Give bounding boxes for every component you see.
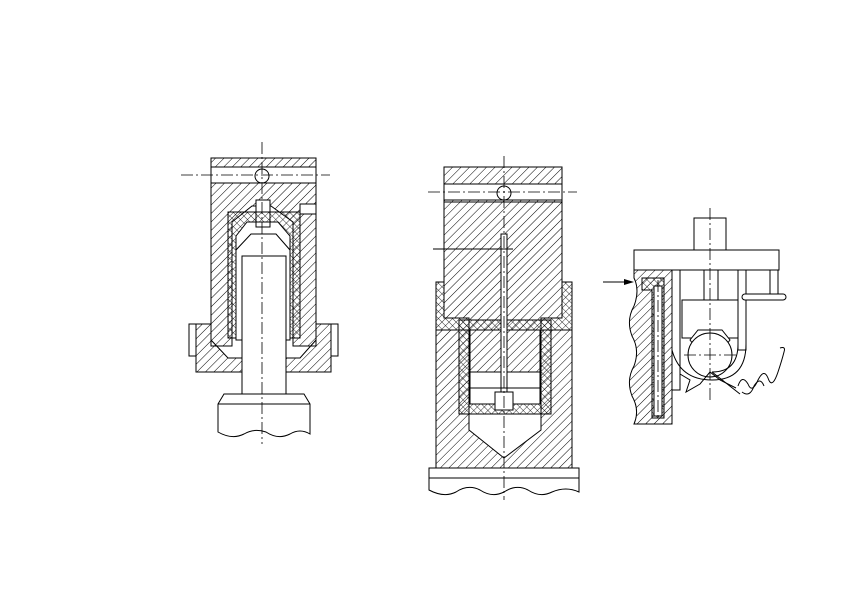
right-section-view xyxy=(603,208,787,425)
right-u-arm xyxy=(671,300,747,381)
left-plunger-rod xyxy=(241,255,287,397)
left-seal-lining xyxy=(227,211,301,339)
right-spring-arc xyxy=(737,347,785,389)
right-left-leg xyxy=(671,269,681,391)
right-hatched-wall xyxy=(628,269,673,425)
right-top-plate xyxy=(633,249,780,271)
left-base-block xyxy=(217,393,311,438)
left-clamp-left xyxy=(188,323,197,357)
left-section-view xyxy=(181,142,339,444)
left-bottom-flange-right xyxy=(285,323,332,373)
right-arrow-head xyxy=(624,279,634,285)
middle-section-view xyxy=(428,156,580,500)
left-notch xyxy=(299,203,317,215)
left-clamp-right xyxy=(330,323,339,357)
right-handle-rod xyxy=(741,293,787,301)
right-right-leg xyxy=(737,269,747,351)
right-cam-profile xyxy=(679,371,737,394)
right-vertical-stem xyxy=(703,269,719,301)
left-bottom-flange xyxy=(195,323,243,373)
left-housing xyxy=(210,157,317,347)
